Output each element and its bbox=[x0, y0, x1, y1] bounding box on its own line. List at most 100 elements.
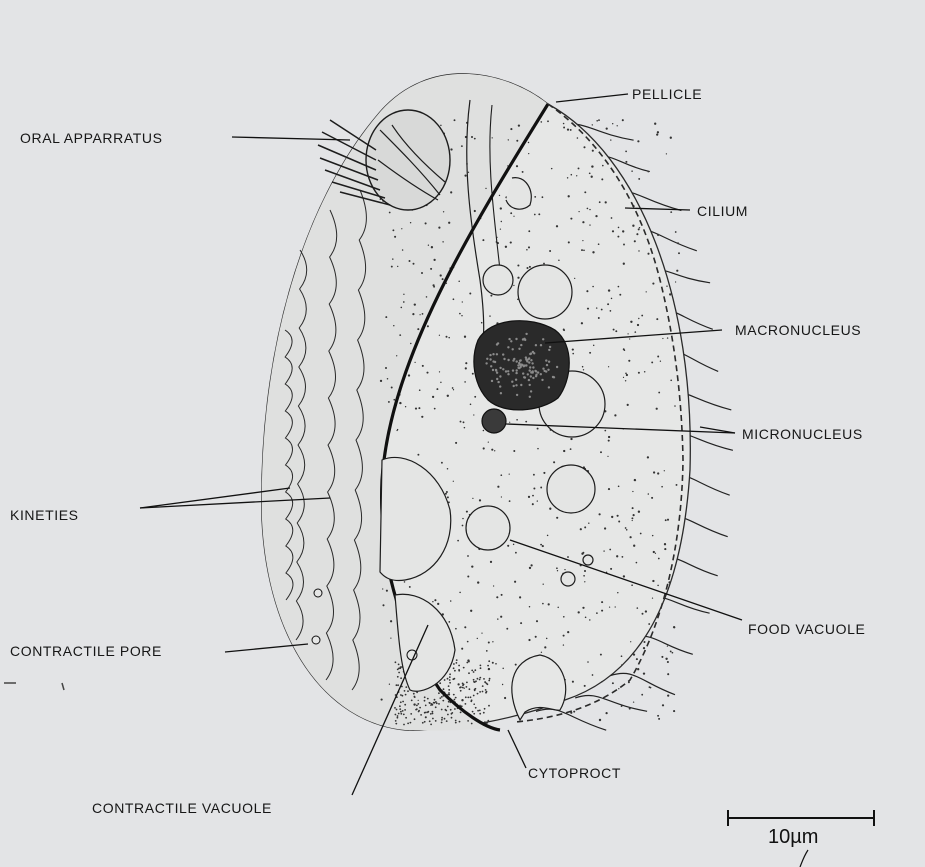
stipple-dot bbox=[393, 325, 394, 326]
stipple-dot bbox=[497, 618, 498, 619]
stipple-dot bbox=[600, 451, 602, 453]
stipple-dot bbox=[529, 567, 531, 569]
stipple-dot bbox=[412, 313, 414, 315]
stipple-dot bbox=[437, 603, 439, 605]
stipple-dot bbox=[477, 693, 479, 695]
stipple-dot bbox=[501, 594, 503, 596]
nucleus-granule bbox=[532, 366, 534, 368]
stipple-dot bbox=[650, 687, 652, 689]
stipple-dot bbox=[584, 685, 586, 687]
stipple-dot bbox=[465, 703, 467, 705]
stipple-dot bbox=[656, 133, 658, 135]
stipple-dot bbox=[556, 567, 558, 569]
stipple-dot bbox=[665, 519, 667, 521]
stipple-dot bbox=[409, 586, 411, 588]
stipple-dot bbox=[402, 249, 404, 251]
stipple-dot bbox=[424, 696, 426, 698]
stipple-dot bbox=[548, 603, 550, 605]
stipple-dot bbox=[618, 227, 620, 229]
stipple-dot bbox=[570, 218, 572, 220]
stipple-dot bbox=[616, 555, 618, 557]
stipple-dot bbox=[528, 230, 530, 232]
nucleus-granule bbox=[532, 377, 534, 379]
stipple-dot bbox=[528, 246, 530, 248]
stipple-dot bbox=[500, 474, 502, 476]
stipple-dot bbox=[637, 668, 639, 670]
stipple-dot bbox=[488, 441, 489, 442]
stipple-dot bbox=[584, 570, 586, 572]
stipple-dot bbox=[617, 236, 619, 238]
stipple-dot bbox=[413, 263, 415, 265]
nucleus-granule bbox=[512, 348, 514, 350]
stipple-dot bbox=[451, 713, 453, 715]
stipple-dot bbox=[468, 661, 470, 663]
stipple-dot bbox=[534, 214, 536, 216]
stipple-dot bbox=[655, 553, 656, 554]
stipple-dot bbox=[382, 588, 383, 589]
stipple-dot bbox=[411, 700, 413, 702]
stipple-dot bbox=[418, 711, 420, 713]
stipple-dot bbox=[604, 430, 606, 432]
stipple-dot bbox=[514, 581, 516, 583]
stipple-dot bbox=[421, 272, 423, 274]
stipple-dot bbox=[448, 689, 450, 691]
stipple-dot bbox=[556, 225, 558, 227]
stipple-dot bbox=[492, 137, 493, 138]
stipple-dot bbox=[582, 221, 584, 223]
nucleus-granule bbox=[548, 386, 550, 388]
nucleus-granule bbox=[507, 359, 509, 361]
stipple-dot bbox=[445, 709, 447, 711]
stipple-dot bbox=[625, 372, 627, 374]
stipple-dot bbox=[670, 379, 672, 381]
stipple-dot bbox=[634, 240, 636, 242]
stipple-dot bbox=[473, 681, 475, 683]
stipple-dot bbox=[492, 641, 493, 642]
stipple-dot bbox=[543, 584, 544, 585]
stipple-dot bbox=[462, 301, 463, 302]
stipple-dot bbox=[381, 699, 383, 701]
nucleus-granule bbox=[497, 381, 499, 383]
stipple-dot bbox=[441, 719, 443, 721]
nucleus-granule bbox=[529, 396, 531, 398]
stipple-dot bbox=[567, 177, 568, 178]
stipple-dot bbox=[572, 681, 574, 683]
stipple-dot bbox=[397, 717, 399, 719]
stipple-dot bbox=[458, 281, 460, 283]
stipple-dot bbox=[670, 650, 672, 652]
stipple-dot bbox=[464, 688, 465, 689]
stipple-dot bbox=[641, 694, 643, 696]
stipple-dot bbox=[595, 215, 597, 217]
stipple-dot bbox=[653, 551, 655, 553]
stipple-dot bbox=[472, 373, 474, 375]
stipple-dot bbox=[563, 123, 565, 125]
stipple-dot bbox=[387, 378, 389, 380]
stipple-dot bbox=[662, 704, 664, 706]
stipple-dot bbox=[396, 684, 398, 686]
stipple-dot bbox=[391, 387, 393, 389]
stipple-dot bbox=[599, 513, 601, 515]
stipple-dot bbox=[442, 278, 444, 280]
stipple-dot bbox=[618, 485, 620, 487]
stipple-dot bbox=[484, 682, 486, 684]
nucleus-granule bbox=[528, 361, 530, 363]
stipple-dot bbox=[446, 720, 448, 722]
stipple-dot bbox=[397, 676, 399, 678]
stipple-dot bbox=[582, 366, 584, 368]
nucleus-granule bbox=[531, 362, 533, 364]
leader-cytoproct bbox=[508, 730, 526, 768]
stipple-dot bbox=[435, 701, 437, 703]
stipple-dot bbox=[385, 316, 387, 318]
stipple-dot bbox=[485, 188, 486, 189]
stipple-dot bbox=[567, 631, 569, 633]
stipple-dot bbox=[673, 710, 675, 712]
stipple-dot bbox=[513, 544, 514, 545]
stipple-dot bbox=[397, 266, 398, 267]
stipple-dot bbox=[428, 245, 429, 246]
stipple-dot bbox=[633, 545, 635, 547]
stipple-dot bbox=[477, 638, 478, 639]
cilium bbox=[610, 673, 675, 694]
stipple-dot bbox=[658, 392, 660, 394]
stipple-dot bbox=[413, 693, 415, 695]
stipple-dot bbox=[574, 278, 575, 279]
stipple-dot bbox=[474, 690, 476, 692]
